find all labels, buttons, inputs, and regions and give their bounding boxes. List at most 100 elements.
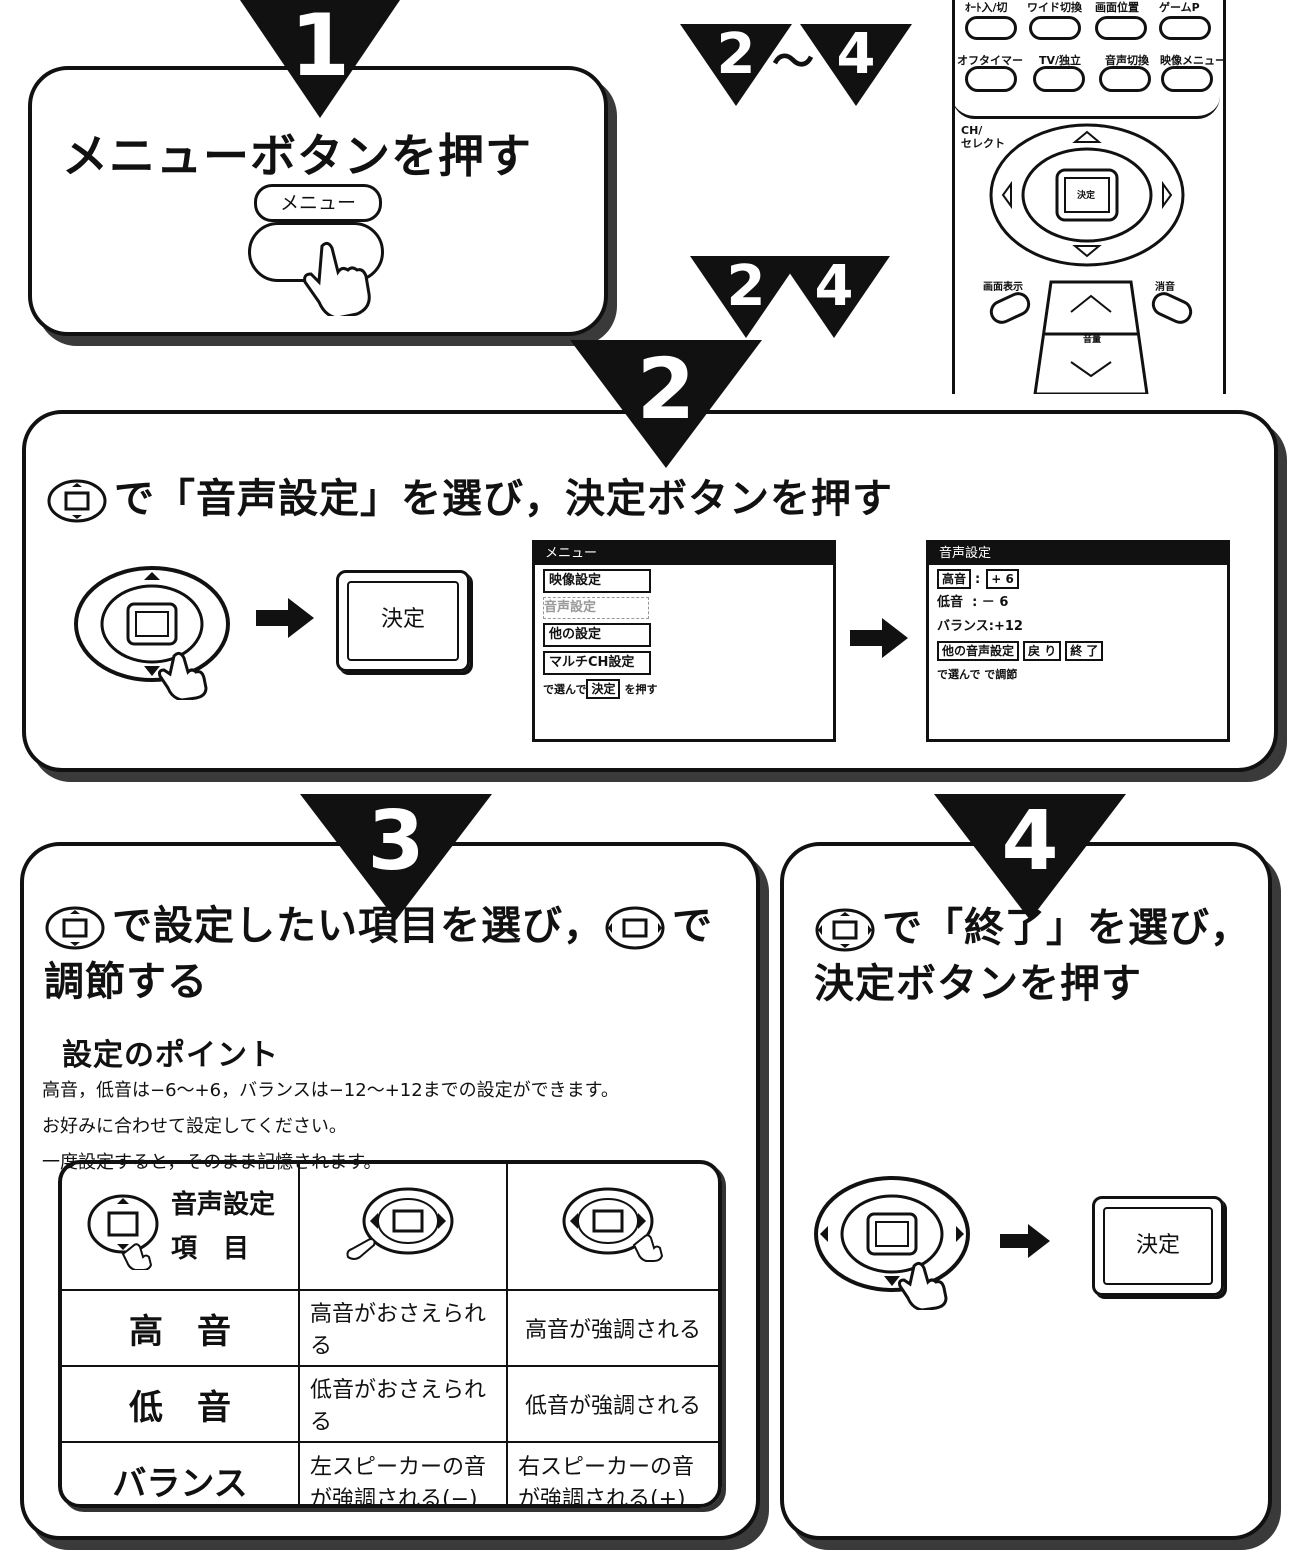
step4-dpad-down-icon xyxy=(814,1176,970,1310)
audio-row-bass[interactable]: 低音 : － 6 xyxy=(937,595,1009,610)
remote-top-label-2: ワイド切換 xyxy=(1027,1,1082,14)
table-header-line2: 項 目 xyxy=(170,1233,249,1264)
menu-item-picture[interactable]: 映像設定 xyxy=(543,569,651,593)
audio-treble-label: 高音 xyxy=(937,569,972,589)
menu-screen-header: メニュー xyxy=(535,543,833,565)
remote-display-label: 画面表示 xyxy=(983,282,1023,293)
remote-mute-label: 消音 xyxy=(1155,282,1175,293)
step1-marker: 1 xyxy=(240,0,400,118)
audio-row-treble[interactable]: 高音:+ 6 xyxy=(937,569,1219,589)
range-start-number: 2 xyxy=(715,21,757,89)
arrow-right-icon xyxy=(850,618,908,658)
table-left-balance: 左スピーカーの音が強調される(−) xyxy=(298,1441,508,1504)
dpad-leftright-icon xyxy=(605,906,665,950)
dpad-down-press-icon xyxy=(87,1194,159,1270)
range-end-number: 4 xyxy=(835,21,877,89)
remote-control: ｵｰﾄ入/切 ワイド切換 画面位置 ゲームP オフタイマー TV/独立 音声切換… xyxy=(952,0,1226,394)
step3-subtitle: 設定のポイント xyxy=(62,1038,279,1073)
audio-balance-label: バランス xyxy=(937,619,989,634)
step3-title-a: で設定したい項目を選び， xyxy=(112,903,604,949)
audio-button-row: 他の音声設定戻 り終 了 xyxy=(937,641,1219,661)
arrow-right-icon xyxy=(256,598,314,638)
menu-screen-footer: で選んで決定を押す xyxy=(543,679,825,699)
step3-title-c: 調節する xyxy=(44,959,208,1005)
menu-item-other[interactable]: 他の設定 xyxy=(543,623,651,647)
menu-item-multich[interactable]: マルチCH設定 xyxy=(543,651,651,675)
table-header-item: 音声設定 項 目 xyxy=(62,1164,300,1291)
step4-number: 4 xyxy=(1000,793,1060,891)
audio-screen: 音声設定 高音:+ 6 低音 : － 6 バランス:+12 他の音声設定戻 り終… xyxy=(926,540,1230,742)
remote-top-button-3[interactable] xyxy=(1095,16,1147,40)
remote-row2-button-1[interactable] xyxy=(965,66,1017,92)
table-header-right-press xyxy=(506,1164,718,1291)
remote-row2-button-2[interactable] xyxy=(1033,66,1085,92)
table-left-bass: 低音がおさえられる xyxy=(298,1365,508,1443)
remote-ch-select-label: CH/ セレクト xyxy=(961,124,1005,150)
menu-footer-enter: 決定 xyxy=(586,679,621,699)
step1-title: メニューボタンを押す xyxy=(62,129,532,183)
dpad-all-icon xyxy=(815,908,875,952)
menu-button-label: メニュー xyxy=(254,184,382,222)
audio-footer-text-a: で選んで xyxy=(937,668,981,681)
audio-row-balance[interactable]: バランス:+12 xyxy=(937,619,1023,634)
remote-volume-label: 音量 xyxy=(1083,335,1102,345)
remote-volume-rocker[interactable] xyxy=(1031,276,1151,394)
remote-row2-label-3: 音声切換 xyxy=(1105,54,1149,67)
step3-number: 3 xyxy=(366,793,426,891)
audio-footer-text-b: で調節 xyxy=(984,668,1018,681)
step4-enter-button[interactable]: 決定 xyxy=(1092,1196,1224,1296)
step3-marker: 3 xyxy=(300,793,492,920)
range-marker-start: 2 xyxy=(680,21,792,106)
step2-number: 2 xyxy=(635,339,696,440)
remote-top-button-2[interactable] xyxy=(1029,16,1081,40)
step4-enter-inner xyxy=(1103,1207,1213,1285)
table-right-bass: 低音が強調される xyxy=(506,1365,718,1443)
dpad-left-press-icon xyxy=(346,1187,454,1260)
remote-dpad[interactable] xyxy=(987,122,1187,268)
audio-screen-header: 音声設定 xyxy=(929,543,1227,565)
menu-footer-text-a: で選んで xyxy=(543,683,587,696)
audio-other-settings-button[interactable]: 他の音声設定 xyxy=(937,641,1020,661)
audio-balance-value: +12 xyxy=(993,619,1023,634)
menu-button[interactable] xyxy=(248,222,384,282)
table-left-treble: 高音がおさえられる xyxy=(298,1289,508,1367)
step2-title: で「音声設定」を選び，決定ボタンを押す xyxy=(114,476,893,522)
remote-row2-button-3[interactable] xyxy=(1099,66,1151,92)
pair-marker-b: 4 xyxy=(778,253,890,338)
step3-note-2: お好みに合わせて設定してください。 xyxy=(42,1116,347,1137)
step2-enter-inner xyxy=(347,581,459,661)
remote-mute-button[interactable] xyxy=(1147,288,1197,328)
remote-row2-label-4: 映像メニュー xyxy=(1160,54,1226,67)
audio-back-button[interactable]: 戻 り xyxy=(1023,641,1062,661)
table-header-left-press xyxy=(298,1164,508,1291)
step4-enter-label: 決定 xyxy=(1135,1233,1180,1258)
audio-bass-value: － 6 xyxy=(981,595,1009,610)
dpad-updown-icon xyxy=(47,479,107,523)
table-header-line1: 音声設定 xyxy=(170,1189,275,1220)
dpad-updown-icon xyxy=(45,906,105,950)
step4-title-a: で「終了」を選び， xyxy=(882,905,1251,951)
step3-title-row: で設定したい項目を選び， で 調節する xyxy=(44,898,744,1010)
step2-enter-button[interactable]: 決定 xyxy=(336,570,470,672)
menu-screen: メニュー 映像設定 音声設定 他の設定 マルチCH設定 で選んで決定を押す xyxy=(532,540,836,742)
table-item-treble: 高 音 xyxy=(62,1289,300,1367)
pair-b-number: 4 xyxy=(813,253,855,321)
remote-display-button[interactable] xyxy=(985,288,1035,328)
table-row-bass: 低 音 低音がおさえられる 低音が強調される xyxy=(62,1365,718,1443)
hand-press-icon xyxy=(303,241,371,316)
table-row-balance: バランス 左スピーカーの音が強調される(−) 右スピーカーの音が強調される(+) xyxy=(62,1441,718,1504)
table-item-bass: 低 音 xyxy=(62,1365,300,1443)
menu-item-audio[interactable]: 音声設定 xyxy=(543,597,649,619)
menu-footer-text-c: を押す xyxy=(624,683,658,696)
remote-top-button-1[interactable] xyxy=(965,16,1017,40)
audio-treble-value: + 6 xyxy=(986,569,1019,589)
remote-top-button-4[interactable] xyxy=(1159,16,1211,40)
step4-marker: 4 xyxy=(934,793,1126,920)
step2-title-row: で「音声設定」を選び，決定ボタンを押す xyxy=(46,466,893,524)
remote-body-edge xyxy=(952,96,1220,119)
remote-enter-label: 決定 xyxy=(1077,191,1096,201)
audio-exit-button[interactable]: 終 了 xyxy=(1065,641,1104,661)
step3-title-b: で xyxy=(672,903,713,949)
remote-row2-button-4[interactable] xyxy=(1161,66,1213,92)
step1-number: 1 xyxy=(289,0,352,98)
